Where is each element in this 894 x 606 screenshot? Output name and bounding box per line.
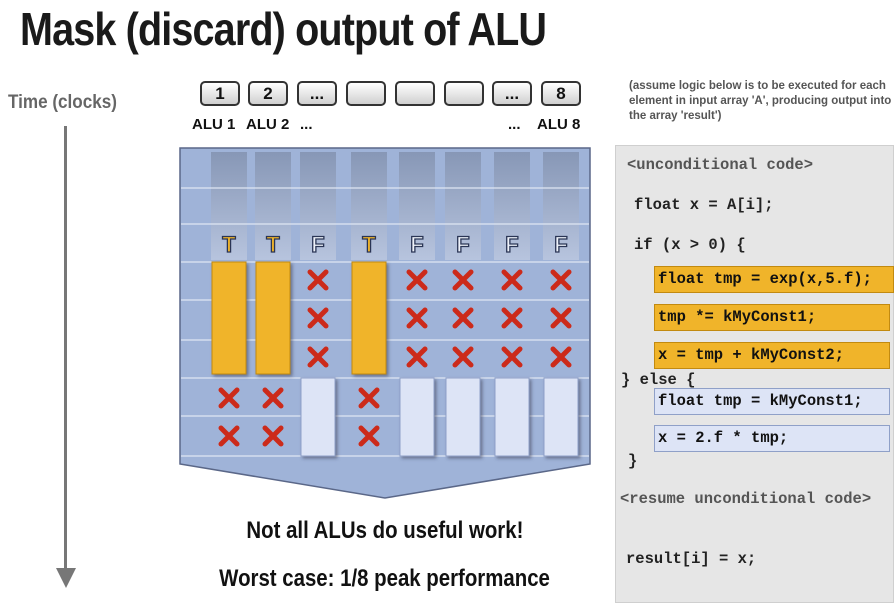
code-true-line-3: x = tmp + kMyConst2; — [654, 342, 890, 369]
lane-mask-6: F — [456, 232, 469, 257]
caption-worst-case: Worst case: 1/8 peak performance — [219, 565, 551, 592]
masked-cross-icon — [358, 425, 380, 447]
true-branch-block-2 — [255, 261, 291, 375]
lane-mask-3: F — [311, 232, 324, 257]
lane-shade-5 — [399, 152, 435, 260]
masked-cross-icon — [307, 269, 329, 291]
alu-label-1: ALU 1 — [192, 116, 236, 133]
lane-mask-5: F — [410, 232, 423, 257]
slide-title: Mask (discard) output of ALU — [20, 3, 547, 55]
alu-box-8: 8 — [541, 81, 581, 106]
caption-useful-work: Not all ALUs do useful work! — [246, 517, 524, 544]
alu-box-5 — [395, 81, 435, 106]
lane-mask-1: T — [222, 232, 236, 257]
false-branch-block-7 — [494, 377, 530, 457]
alu-label-dots-right: ... — [508, 116, 521, 133]
code-false-line-2: x = 2.f * tmp; — [654, 425, 890, 452]
time-arrow-icon — [56, 568, 76, 588]
false-branch-block-8 — [543, 377, 579, 457]
code-true-line-2: tmp *= kMyConst1; — [654, 304, 890, 331]
code-close-brace: } — [628, 452, 638, 470]
masked-cross-icon — [501, 346, 523, 368]
lane-shade-3 — [300, 152, 336, 260]
alu-box-4 — [346, 81, 386, 106]
lane-mask-2: T — [266, 232, 280, 257]
time-axis-line — [64, 126, 67, 574]
masked-cross-icon — [550, 269, 572, 291]
code-else: } else { — [621, 371, 696, 389]
code-result: result[i] = x; — [626, 550, 757, 568]
lane-shade-7 — [494, 152, 530, 260]
code-float-x: float x = A[i]; — [634, 196, 774, 214]
code-unconditional: <unconditional code> — [627, 156, 814, 174]
masked-cross-icon — [550, 307, 572, 329]
alu-label-2: ALU 2 — [246, 116, 290, 133]
code-if: if (x > 0) { — [634, 236, 746, 254]
masked-cross-icon — [550, 346, 572, 368]
lane-mask-4: T — [362, 232, 376, 257]
false-branch-block-6 — [445, 377, 481, 457]
true-branch-block-1 — [211, 261, 247, 375]
alu-box-7: ... — [492, 81, 532, 106]
lane-shade-6 — [445, 152, 481, 260]
masked-cross-icon — [452, 346, 474, 368]
masked-cross-icon — [406, 269, 428, 291]
masked-cross-icon — [307, 346, 329, 368]
masked-cross-icon — [358, 387, 380, 409]
code-true-line-1: float tmp = exp(x,5.f); — [654, 266, 894, 293]
masked-cross-icon — [406, 346, 428, 368]
alu-label-dots-left: ... — [300, 116, 313, 133]
masked-cross-icon — [262, 425, 284, 447]
masked-cross-icon — [406, 307, 428, 329]
lane-shade-2 — [255, 152, 291, 260]
masked-cross-icon — [452, 307, 474, 329]
lane-mask-7: F — [505, 232, 518, 257]
alu-label-8: ALU 8 — [537, 116, 581, 133]
time-axis-label: Time (clocks) — [8, 92, 117, 113]
true-branch-block-4 — [351, 261, 387, 375]
false-branch-block-5 — [399, 377, 435, 457]
code-resume: <resume unconditional code> — [620, 490, 872, 508]
masked-cross-icon — [262, 387, 284, 409]
false-branch-block-3 — [300, 377, 336, 457]
alu-box-2: 2 — [248, 81, 288, 106]
masked-cross-icon — [307, 307, 329, 329]
masked-cross-icon — [452, 269, 474, 291]
alu-box-1: 1 — [200, 81, 240, 106]
masked-cross-icon — [218, 425, 240, 447]
lane-shade-1 — [211, 152, 247, 260]
lane-mask-8: F — [554, 232, 567, 257]
alu-box-3: ... — [297, 81, 337, 106]
lane-shade-8 — [543, 152, 579, 260]
lane-shade-4 — [351, 152, 387, 260]
masked-cross-icon — [218, 387, 240, 409]
masked-cross-icon — [501, 269, 523, 291]
alu-box-6 — [444, 81, 484, 106]
code-panel: <unconditional code> float x = A[i]; if … — [615, 145, 894, 603]
code-false-line-1: float tmp = kMyConst1; — [654, 388, 890, 415]
masked-cross-icon — [501, 307, 523, 329]
assumption-note: (assume logic below is to be executed fo… — [629, 80, 892, 122]
